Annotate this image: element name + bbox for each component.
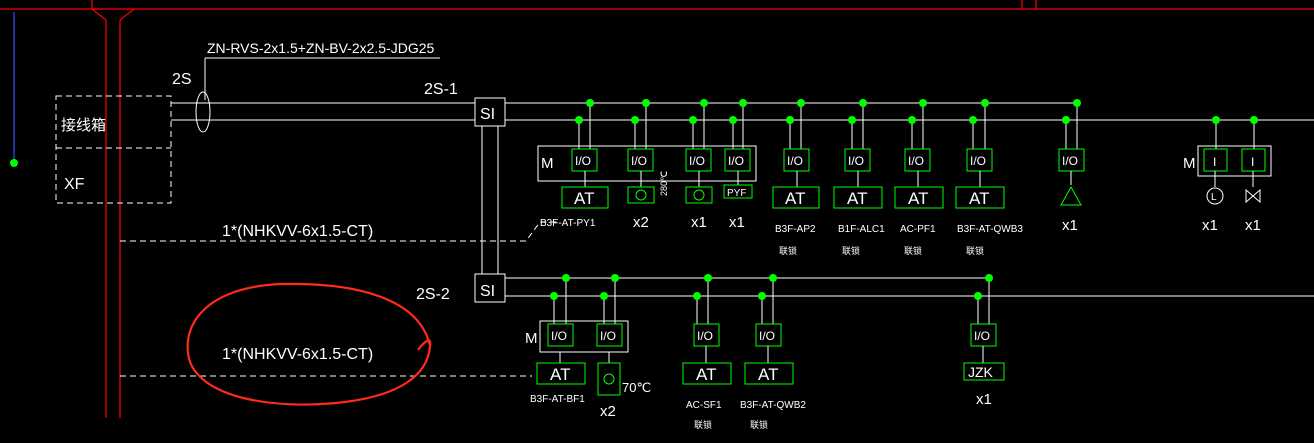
si-label-1: SI: [480, 106, 495, 123]
row1-taps: [578, 103, 1255, 149]
lamp-symbol: [1206, 187, 1224, 205]
svg-text:I/O: I/O: [728, 154, 744, 168]
svg-text:联锁: 联锁: [966, 245, 984, 256]
row1-io-boxes: [571, 148, 1266, 172]
row2-at-boxes: [536, 362, 1005, 396]
svg-text:I/O: I/O: [575, 154, 591, 168]
pyf-label: PYF: [727, 188, 746, 199]
svg-text:B3F-AP2: B3F-AP2: [775, 224, 816, 235]
row1-nodes: [575, 99, 1258, 124]
module-m-label-3: M: [1183, 155, 1196, 172]
svg-text:x1: x1: [1245, 217, 1261, 234]
alarm-triangle: [1060, 185, 1082, 206]
row1-at-boxes: [561, 186, 1005, 209]
svg-text:AC-PF1: AC-PF1: [900, 224, 936, 235]
row2-taps: [553, 278, 990, 324]
svg-text:I/O: I/O: [697, 329, 713, 343]
svg-text:联锁: 联锁: [750, 419, 768, 430]
trunk-lines: [0, 0, 1314, 418]
svg-text:I/O: I/O: [974, 329, 990, 343]
row2-nodes: [550, 274, 993, 300]
annotation-circle: [186, 282, 432, 406]
si-box-2: [474, 273, 506, 303]
row2-at-labels: AT AT AT JZK: [550, 364, 994, 384]
svg-text:B3F-AT-BF1: B3F-AT-BF1: [530, 394, 585, 405]
svg-text:AT: AT: [550, 365, 570, 384]
svg-text:联锁: 联锁: [694, 419, 712, 430]
si-riser: [481, 126, 499, 274]
svg-text:B3F-AT-QWB3: B3F-AT-QWB3: [957, 224, 1023, 235]
valve-symbol: [1245, 188, 1261, 204]
svg-text:联锁: 联锁: [779, 245, 797, 256]
module-group-3: [1197, 145, 1272, 177]
row2-drops: [559, 346, 984, 363]
si-box-1: [474, 97, 506, 127]
lamp-letter: L: [1211, 192, 1217, 203]
svg-text:B3F-AT-PY1: B3F-AT-PY1: [540, 218, 596, 229]
svg-text:AC-SF1: AC-SF1: [686, 400, 722, 411]
svg-text:I/O: I/O: [689, 154, 705, 168]
svg-text:x1: x1: [1062, 217, 1078, 234]
svg-text:AT: AT: [847, 189, 867, 208]
svg-text:I/O: I/O: [551, 329, 567, 343]
bus-2-label: 2S-2: [416, 286, 450, 303]
temp-280-label: 280℃: [659, 171, 669, 196]
cable-conduit: [195, 91, 211, 133]
svg-text:AT: AT: [758, 365, 778, 384]
svg-text:I/O: I/O: [600, 329, 616, 343]
svg-text:x2: x2: [600, 403, 616, 420]
row1-tags: B3F-AT-PY1 x2 x1 x1 B3F-AP2 B1F-ALC1 AC-…: [540, 214, 1261, 256]
svg-text:I/O: I/O: [1062, 154, 1078, 168]
module-group-1: [537, 145, 757, 182]
row2-io-labels: I/O I/O I/O I/O I/O: [551, 329, 990, 343]
row1-thermo-devices: [627, 184, 753, 204]
line-spec-2: 1*(NHKVV-6x1.5-CT): [222, 346, 373, 363]
svg-text:x2: x2: [633, 214, 649, 231]
svg-text:I/O: I/O: [631, 154, 647, 168]
svg-text:I: I: [1251, 155, 1254, 169]
svg-text:I/O: I/O: [759, 329, 775, 343]
junction-box-label: 接线箱: [61, 117, 106, 134]
line-spec-1: 1*(NHKVV-6x1.5-CT): [222, 223, 373, 240]
temp-70-label: 70℃: [622, 380, 651, 395]
svg-text:x1: x1: [976, 391, 992, 408]
bus-in-label: 2S: [172, 71, 192, 88]
module-group-2: [539, 320, 629, 353]
svg-text:AT: AT: [574, 189, 594, 208]
riser-node: [10, 159, 18, 167]
svg-text:I/O: I/O: [787, 154, 803, 168]
junction-box: [55, 95, 172, 204]
svg-text:I/O: I/O: [848, 154, 864, 168]
bus-1-label: 2S-1: [424, 81, 458, 98]
cable-spec: ZN-RVS-2x1.5+ZN-BV-2x2.5-JDG25: [207, 40, 435, 56]
svg-text:联锁: 联锁: [904, 245, 922, 256]
svg-text:AT: AT: [969, 189, 989, 208]
xf-label: XF: [64, 176, 85, 193]
row1-io-labels: I/O I/O I/O I/O I/O I/O I/O I/O I/O I I: [575, 154, 1254, 169]
module-m-label-2: M: [525, 330, 538, 347]
module-m-label-1: M: [541, 155, 554, 172]
svg-text:B3F-AT-QWB2: B3F-AT-QWB2: [740, 400, 806, 411]
bus-2-wires: [505, 277, 1314, 297]
svg-text:x1: x1: [1202, 217, 1218, 234]
svg-text:AT: AT: [908, 189, 928, 208]
control-lines: [120, 221, 560, 377]
svg-text:JZK: JZK: [968, 364, 994, 380]
row2-tags: B3F-AT-BF1 x2 AC-SF1 B3F-AT-QWB2 x1 联锁 联…: [530, 391, 992, 430]
svg-text:联锁: 联锁: [842, 245, 860, 256]
svg-text:AT: AT: [696, 365, 716, 384]
svg-text:x1: x1: [729, 214, 745, 231]
svg-text:AT: AT: [785, 189, 805, 208]
svg-text:I: I: [1213, 155, 1216, 169]
svg-text:x1: x1: [691, 214, 707, 231]
si-label-2: SI: [480, 283, 495, 300]
row1-drops: [584, 171, 1254, 187]
svg-text:I/O: I/O: [970, 154, 986, 168]
svg-text:I/O: I/O: [908, 154, 924, 168]
row1-at-labels: AT AT AT AT AT: [574, 189, 989, 208]
main-bus-wires: [171, 102, 475, 121]
svg-text:B1F-ALC1: B1F-ALC1: [838, 224, 885, 235]
